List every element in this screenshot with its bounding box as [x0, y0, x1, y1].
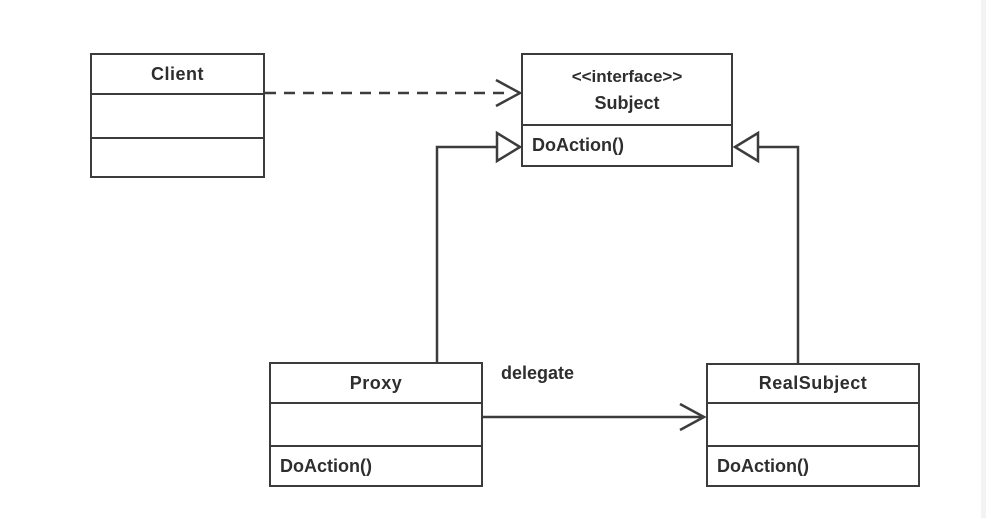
realization-arrow-realsubject-to-subject	[732, 130, 800, 364]
hollow-triangle-arrowhead-icon	[495, 130, 523, 164]
method-label-proxy: DoAction()	[280, 455, 372, 476]
class-name-subject: Subject	[594, 92, 660, 113]
stereotype-label: <<interface>>	[571, 66, 683, 86]
class-name-realsubject: RealSubject	[708, 365, 918, 404]
delegate-label: delegate	[501, 363, 575, 383]
realization-arrow-proxy-to-subject	[435, 130, 523, 363]
hollow-triangle-arrowhead-icon	[732, 130, 760, 164]
class-name-client: Client	[92, 55, 263, 95]
method-label-subject: DoAction()	[532, 135, 624, 155]
method-label-realsubject: DoAction()	[717, 455, 809, 476]
class-box-proxy: Proxy DoAction()	[269, 362, 483, 487]
attributes-compartment	[92, 95, 263, 139]
class-box-subject: <<interface>> Subject DoAction()	[521, 53, 733, 167]
methods-compartment	[92, 139, 263, 176]
page-edge-strip	[981, 0, 986, 518]
open-arrowhead-icon	[679, 402, 707, 432]
realization-line	[435, 145, 497, 363]
interface-title-compartment: <<interface>> Subject	[523, 55, 731, 126]
realization-line	[758, 145, 800, 364]
attributes-compartment	[708, 404, 918, 447]
class-box-realsubject: RealSubject DoAction()	[706, 363, 920, 487]
delegate-arrow-proxy-to-realsubject	[483, 402, 707, 432]
class-name-proxy: Proxy	[271, 364, 481, 404]
attributes-compartment	[271, 404, 481, 447]
class-box-client: Client	[90, 53, 265, 178]
dependency-arrow-client-to-subject	[265, 78, 523, 108]
open-arrowhead-icon	[495, 78, 523, 108]
